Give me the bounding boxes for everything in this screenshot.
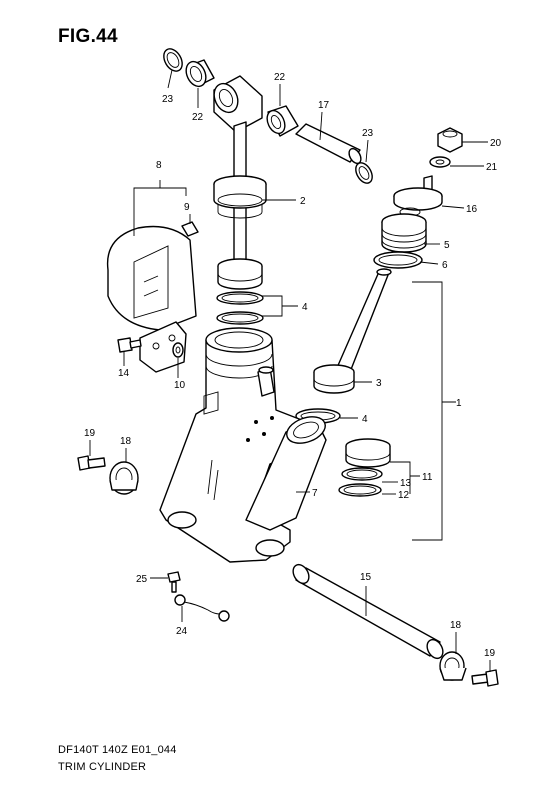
callout-22-left: 22 [192, 112, 204, 123]
part-14-bolt [117, 337, 142, 353]
part-21-washer [429, 156, 451, 168]
callout-20: 20 [490, 138, 502, 149]
callout-22-right: 22 [274, 72, 286, 83]
callout-4-upper: 4 [302, 302, 308, 313]
callout-2: 2 [300, 196, 306, 207]
part-3-tilt-rod [313, 268, 392, 394]
figure-code: DF140T 140Z E01_044 [58, 744, 177, 756]
callout-12: 12 [398, 490, 410, 501]
part-23-circlip-left [163, 48, 183, 72]
callout-24: 24 [176, 626, 188, 637]
part-19-bolt-right [471, 669, 499, 687]
callout-19-left: 19 [84, 428, 96, 439]
part-4-o-rings-upper [216, 291, 264, 325]
callout-6: 6 [442, 260, 448, 271]
callout-labels: 1 2 3 4 4 5 6 7 8 9 10 11 12 13 14 15 16… [84, 72, 502, 659]
part-22-bushing-right [266, 105, 299, 137]
callout-1: 1 [456, 398, 462, 409]
callout-15: 15 [360, 572, 372, 583]
part-17-pin [295, 123, 362, 165]
part-18-bushing-right [439, 651, 467, 681]
part-5-cylinder-cap [381, 213, 427, 253]
part-2-piston-rod [213, 75, 267, 290]
part-22-bushing-left [185, 59, 215, 88]
part-20-nut [437, 127, 463, 153]
part-9-clip [181, 221, 199, 237]
part-15-pivot-tube [292, 563, 444, 660]
callout-4-lower: 4 [362, 414, 368, 425]
part-6-o-ring [373, 251, 423, 269]
part-16-valve [393, 175, 443, 217]
callout-11: 11 [422, 472, 433, 483]
callout-7: 7 [312, 488, 318, 499]
leader-lines [89, 69, 491, 672]
part-24-ground-wire [174, 594, 230, 622]
figure-title: FIG.44 [58, 26, 118, 47]
callout-14: 14 [118, 368, 130, 379]
part-25-bolt [167, 571, 181, 593]
part-18-bushing-left [109, 461, 139, 495]
callout-5: 5 [444, 240, 450, 251]
callout-18-left: 18 [120, 436, 132, 447]
callout-23-left: 23 [162, 94, 174, 105]
callout-10: 10 [174, 380, 186, 391]
part-10-washer [172, 342, 184, 358]
part-7-cylinder-housing [159, 327, 327, 563]
part-11-piston [345, 438, 391, 468]
callout-9: 9 [184, 202, 190, 213]
callout-3: 3 [376, 378, 382, 389]
callout-8: 8 [156, 160, 162, 171]
callout-19-right: 19 [484, 648, 496, 659]
part-13-o-ring [341, 467, 383, 481]
figure-name: TRIM CYLINDER [58, 761, 147, 773]
callout-21: 21 [486, 162, 498, 173]
callout-25: 25 [136, 574, 148, 585]
callout-16: 16 [466, 204, 478, 215]
callout-17: 17 [318, 100, 330, 111]
part-23-circlip-right [355, 162, 373, 184]
part-12-o-ring [338, 483, 382, 497]
callout-13: 13 [400, 478, 412, 489]
part-8-cover [106, 225, 197, 373]
callout-18-right: 18 [450, 620, 462, 631]
part-19-bolt-left [77, 455, 106, 471]
callout-23-right: 23 [362, 128, 374, 139]
